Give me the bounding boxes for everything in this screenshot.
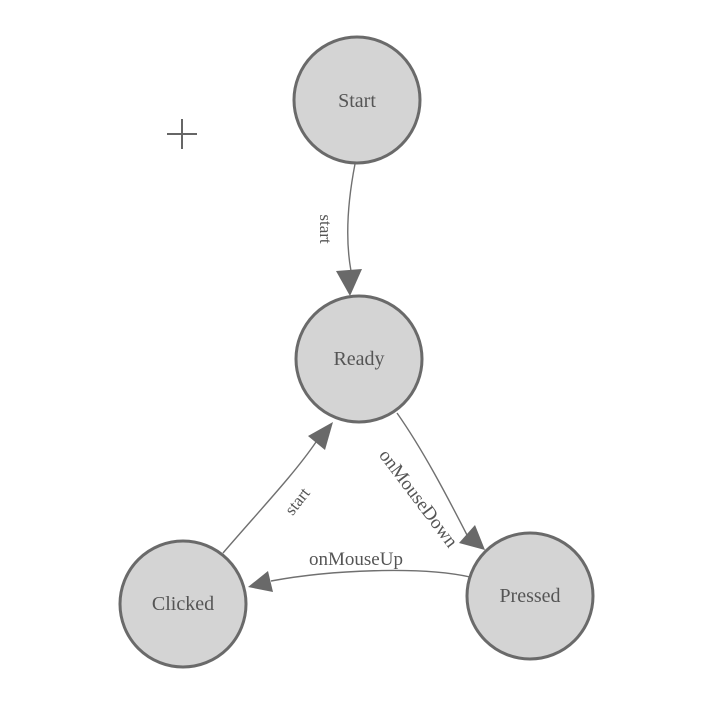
crosshair-icon [167,119,197,149]
arrowhead-icon [459,525,485,550]
edge-line[interactable] [222,441,317,554]
node-circle[interactable] [294,294,424,424]
node-label: Pressed [499,585,560,607]
edge-line[interactable] [270,569,471,582]
edge-line[interactable] [396,412,468,536]
state-node-clicked[interactable]: Clicked [118,539,248,669]
edge-line[interactable] [347,163,356,272]
arrowhead-icon [308,422,333,450]
node-label: Ready [333,348,384,370]
edge-label: onMouseDown [374,446,462,553]
arrowhead-icon [336,269,362,296]
state-node-ready[interactable]: Ready [294,294,424,424]
node-label: Start [338,90,376,112]
edge-label: start [316,214,335,244]
state-node-pressed[interactable]: Pressed [465,531,595,661]
node-circle[interactable] [292,35,422,165]
arrowhead-icon [248,571,273,592]
edge-label: onMouseUp [309,549,403,570]
transition-start-ready[interactable]: start [316,163,362,296]
node-circle[interactable] [118,539,248,669]
node-label: Clicked [152,593,214,615]
transition-ready-pressed[interactable]: onMouseDown [374,412,485,553]
edge-label: start [281,484,314,519]
node-circle[interactable] [465,531,595,661]
transition-clicked-ready[interactable]: start [222,422,333,554]
state-node-start[interactable]: Start [292,35,422,165]
transition-pressed-clicked[interactable]: onMouseUp [248,549,471,592]
